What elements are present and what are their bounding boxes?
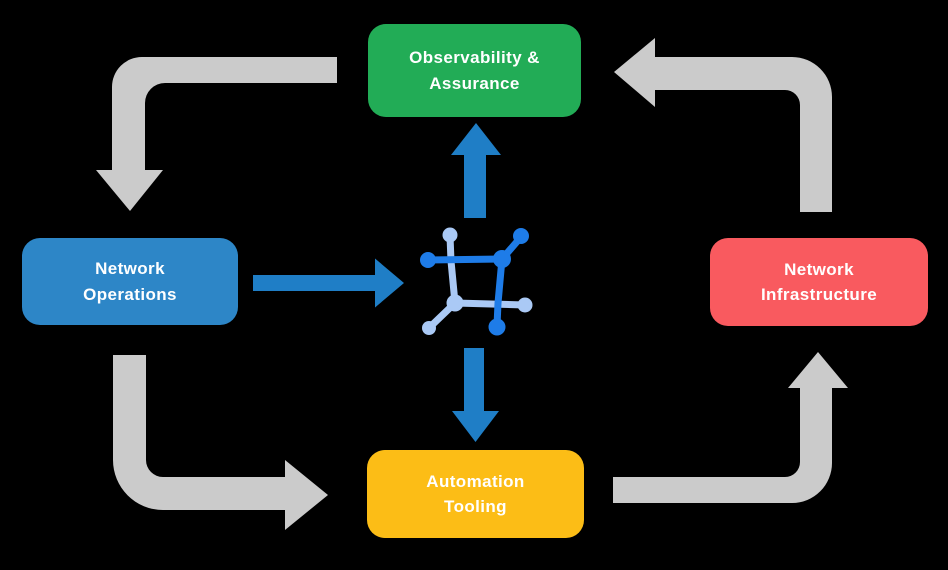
arrow-operations-to-icon <box>253 258 404 308</box>
node-network-operations-label: Network Operations <box>83 259 177 304</box>
node-network-operations: Network Operations <box>22 238 238 325</box>
network-mesh-icon <box>420 227 533 336</box>
node-observability-label: Observability & Assurance <box>409 48 540 93</box>
arrow-icon-to-observability <box>451 123 501 218</box>
network-mesh-icon-primary-dots <box>420 228 529 336</box>
node-automation-tooling-label: Automation Tooling <box>426 471 525 517</box>
arrow-operations-to-automation <box>113 355 328 530</box>
node-network-infrastructure-label: Network Infrastructure <box>760 259 878 305</box>
cycle-arrows <box>96 38 848 530</box>
network-mesh-icon-secondary-dots <box>422 227 533 335</box>
node-automation-tooling: Automation Tooling <box>367 450 584 538</box>
arrow-observability-to-operations <box>96 57 337 211</box>
flow-arrows <box>253 123 501 442</box>
node-observability: Observability & Assurance <box>368 24 581 117</box>
arrow-automation-to-infrastructure <box>613 352 848 503</box>
node-network-infrastructure: Network Infrastructure <box>710 238 928 326</box>
arrow-infrastructure-to-observability <box>614 38 832 212</box>
arrow-icon-to-automation <box>452 348 499 442</box>
